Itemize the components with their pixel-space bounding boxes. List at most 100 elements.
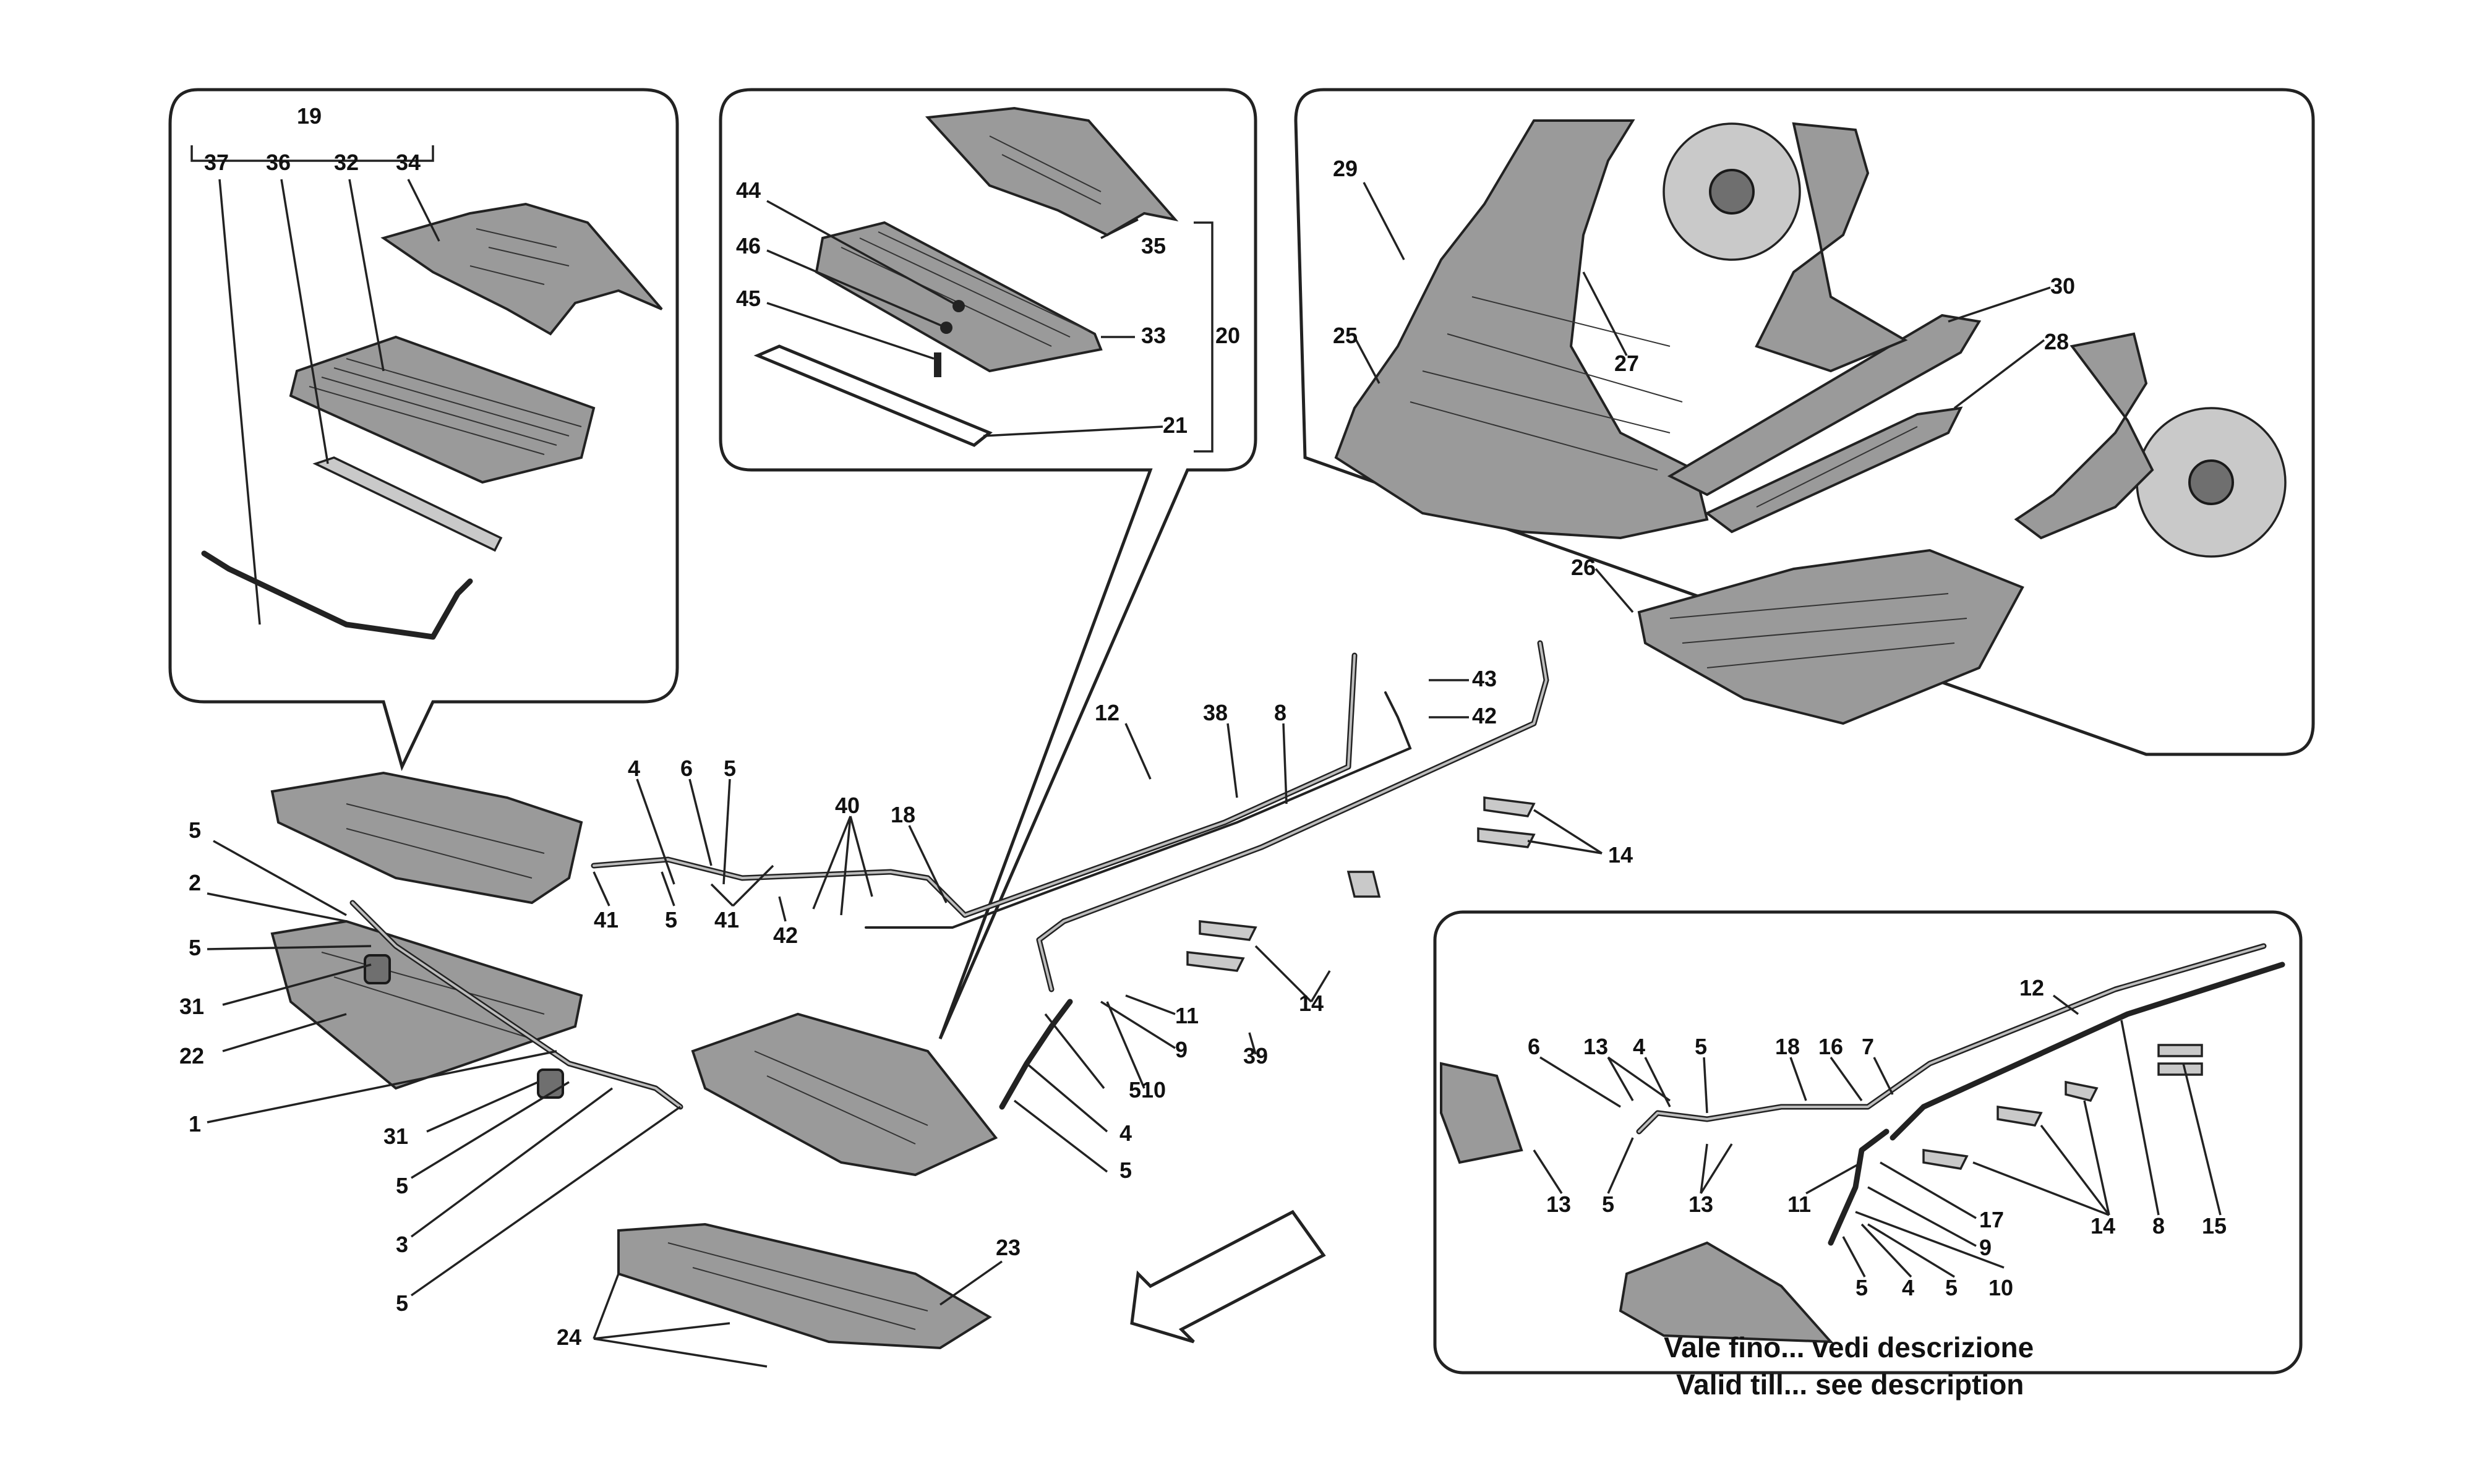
callout-27: 27 xyxy=(1614,351,1639,376)
callout-30: 30 xyxy=(2050,273,2075,299)
frame-21 xyxy=(753,344,993,447)
callout-29: 29 xyxy=(1333,156,1358,181)
inset-center-radiator xyxy=(719,88,1257,1039)
pipe-left-1 xyxy=(349,900,683,1110)
callout-31: 31 xyxy=(179,994,204,1019)
callout-44: 44 xyxy=(736,177,761,203)
callout-45: 45 xyxy=(736,286,761,311)
callout-41: 41 xyxy=(594,907,618,932)
callout-6: 6 xyxy=(1528,1034,1540,1059)
callout-7: 7 xyxy=(1862,1034,1874,1059)
wheel-arch-shield-29-27-25 xyxy=(1334,119,1709,540)
callout-18: 18 xyxy=(891,802,915,827)
undertray-23 xyxy=(617,1222,992,1350)
callout-11: 11 xyxy=(1175,1003,1199,1028)
callout-16: 16 xyxy=(1818,1034,1843,1059)
callout-5: 5 xyxy=(1602,1192,1614,1217)
side-duct-28 xyxy=(1705,406,1963,534)
callout-22: 22 xyxy=(179,1043,204,1068)
callout-1: 1 xyxy=(189,1111,201,1136)
variant-hose-9-10 xyxy=(1828,1128,1890,1246)
rear-brake-disc-right xyxy=(2136,407,2287,558)
pipe-12 xyxy=(591,652,1358,918)
air-conveyor-35 xyxy=(925,106,1179,237)
callout-14: 14 xyxy=(1299,991,1324,1016)
callout-5: 5 xyxy=(1119,1158,1132,1183)
inset-bottom-right-variant xyxy=(1433,910,2303,1375)
callout-39: 39 xyxy=(1243,1043,1268,1068)
callout-42: 42 xyxy=(1472,703,1497,728)
callout-5: 5 xyxy=(1856,1275,1868,1300)
callout-5: 5 xyxy=(1129,1077,1141,1102)
callout-14: 14 xyxy=(1608,842,1633,868)
callout-9: 9 xyxy=(1175,1037,1188,1062)
callout-11: 11 xyxy=(1787,1192,1811,1217)
callout-20: 20 xyxy=(1215,323,1240,348)
support-bracket-37 xyxy=(201,550,473,640)
callout-38: 38 xyxy=(1203,700,1228,725)
radiator-group-center xyxy=(691,1012,998,1177)
rear-suspension-right xyxy=(2014,332,2154,540)
inset-left-radiator xyxy=(168,88,679,772)
callout-3: 3 xyxy=(396,1232,408,1257)
callout-17: 17 xyxy=(1979,1207,2004,1232)
callout-24: 24 xyxy=(557,1324,581,1350)
callout-19: 19 xyxy=(297,103,322,129)
front-suspension-left xyxy=(1755,122,1908,373)
callout-5: 5 xyxy=(1695,1034,1707,1059)
callout-42: 42 xyxy=(773,923,798,948)
pipe-8 xyxy=(1036,640,1549,992)
variant-pipe-12 xyxy=(1636,943,2267,1135)
callout-12: 12 xyxy=(2019,975,2044,1000)
callout-36: 36 xyxy=(266,150,291,175)
callout-4: 4 xyxy=(628,756,640,781)
variant-pipe-8 xyxy=(1890,962,2285,1141)
callout-13: 13 xyxy=(1546,1192,1571,1217)
callout-5: 5 xyxy=(189,935,201,960)
callout-8: 8 xyxy=(1274,700,1286,725)
callout-5: 5 xyxy=(1945,1275,1958,1300)
callout-5: 5 xyxy=(189,817,201,843)
callout-4: 4 xyxy=(1119,1120,1132,1146)
radiator-32 xyxy=(289,335,596,484)
callout-46: 46 xyxy=(736,233,761,258)
hose-9-10-4 xyxy=(999,999,1073,1110)
variant-radiator-left xyxy=(1440,1062,1523,1164)
callout-9: 9 xyxy=(1979,1235,1992,1260)
callout-26: 26 xyxy=(1571,555,1596,580)
variant-clips-14 xyxy=(1922,1080,2099,1170)
validity-note-line1: Vale fino... vedi descrizione xyxy=(1664,1331,2034,1363)
callout-13: 13 xyxy=(1689,1192,1713,1217)
callout-31: 31 xyxy=(383,1124,408,1149)
callout-40: 40 xyxy=(835,793,860,818)
callout-13: 13 xyxy=(1583,1034,1608,1059)
front-direction-arrow-icon xyxy=(1130,1209,1326,1344)
callout-37: 37 xyxy=(204,150,229,175)
callout-32: 32 xyxy=(334,150,359,175)
air-conveyor-34 xyxy=(380,202,663,336)
inset-right-undertray xyxy=(1294,88,2315,756)
validity-note-line2: Valid till... see description xyxy=(1676,1368,2024,1401)
callout-6: 6 xyxy=(680,756,693,781)
callout-15: 15 xyxy=(2202,1213,2227,1239)
callout-5: 5 xyxy=(665,907,677,932)
callout-12: 12 xyxy=(1095,700,1119,725)
variant-radiator xyxy=(1619,1241,1834,1344)
callout-43: 43 xyxy=(1472,666,1497,691)
pipe-38 xyxy=(865,691,1412,929)
callout-35: 35 xyxy=(1141,233,1166,258)
radiator-33 xyxy=(815,221,1103,373)
clips-14-upper xyxy=(1186,796,1536,972)
callout-25: 25 xyxy=(1333,323,1358,348)
leader-lines xyxy=(190,145,2222,1368)
variant-pads-15 xyxy=(2157,1044,2203,1076)
callout-5: 5 xyxy=(724,756,736,781)
callout-4: 4 xyxy=(1633,1034,1645,1059)
callout-33: 33 xyxy=(1141,323,1166,348)
callout-28: 28 xyxy=(2044,329,2069,354)
callout-labels: 19 37 36 32 34 44 46 45 35 33 20 21 29 2… xyxy=(179,103,2227,1350)
callout-5: 5 xyxy=(396,1173,408,1198)
callout-14: 14 xyxy=(2091,1213,2115,1239)
callout-5: 5 xyxy=(396,1290,408,1316)
